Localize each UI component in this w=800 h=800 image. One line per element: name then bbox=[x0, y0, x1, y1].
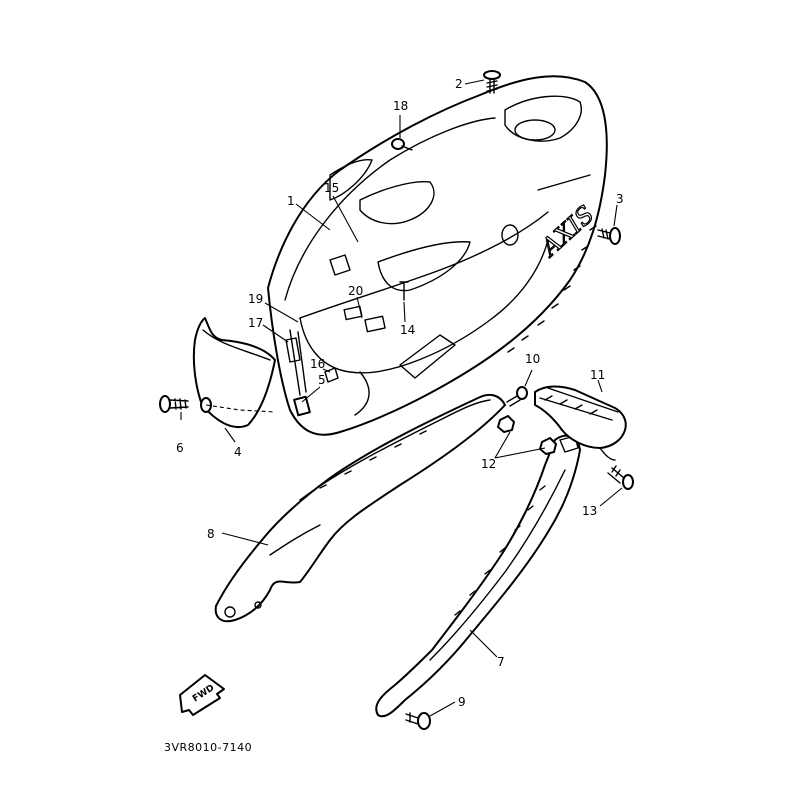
callout-14: 14 bbox=[400, 323, 415, 337]
callout-5: 5 bbox=[318, 373, 326, 387]
part-12-nut bbox=[497, 415, 557, 455]
callout-12: 12 bbox=[481, 457, 496, 471]
part-6-bolt bbox=[159, 395, 212, 413]
part-1-body-cover: AXIS bbox=[267, 75, 608, 436]
callout-7: 7 bbox=[497, 655, 505, 669]
part-13-screw bbox=[607, 465, 634, 490]
callout-20: 20 bbox=[348, 284, 363, 298]
part-18-clip bbox=[391, 138, 413, 151]
callout-11: 11 bbox=[590, 368, 605, 382]
part-16-bracket bbox=[324, 367, 339, 383]
part-3-screw bbox=[597, 227, 621, 245]
part-15-strip bbox=[329, 254, 351, 276]
diagram-code: 3VR8010-7140 bbox=[164, 741, 252, 754]
callout-13: 13 bbox=[582, 504, 597, 518]
part-11-rear-bracket bbox=[534, 385, 627, 461]
callout-4: 4 bbox=[234, 445, 242, 459]
part-8-left-side-cover bbox=[214, 393, 506, 623]
callout-15: 15 bbox=[324, 181, 339, 195]
leader-lines bbox=[180, 79, 623, 717]
callout-17: 17 bbox=[248, 316, 263, 330]
callout-8: 8 bbox=[207, 527, 215, 541]
fwd-direction-badge: FWD bbox=[179, 674, 225, 716]
callout-2: 2 bbox=[455, 77, 463, 91]
callout-19: 19 bbox=[248, 292, 263, 306]
callout-labels: 1 2 3 4 5 6 7 8 9 10 11 12 13 14 15 16 1… bbox=[176, 77, 624, 709]
part-4-front-side-panel bbox=[192, 317, 276, 428]
callout-1: 1 bbox=[287, 194, 295, 208]
callout-9: 9 bbox=[458, 695, 466, 709]
callout-16: 16 bbox=[310, 357, 325, 371]
part-7-right-side-cover bbox=[375, 434, 581, 718]
callout-10: 10 bbox=[525, 352, 540, 366]
part-14-plate bbox=[399, 281, 409, 301]
part-9-screw bbox=[405, 712, 431, 730]
part-10-grommet bbox=[506, 386, 528, 407]
callout-18: 18 bbox=[393, 99, 408, 113]
callout-6: 6 bbox=[176, 441, 184, 455]
part-5-clip bbox=[293, 395, 311, 417]
part-17-strip bbox=[285, 337, 301, 363]
callout-3: 3 bbox=[616, 192, 624, 206]
part-2-screw bbox=[483, 70, 501, 94]
